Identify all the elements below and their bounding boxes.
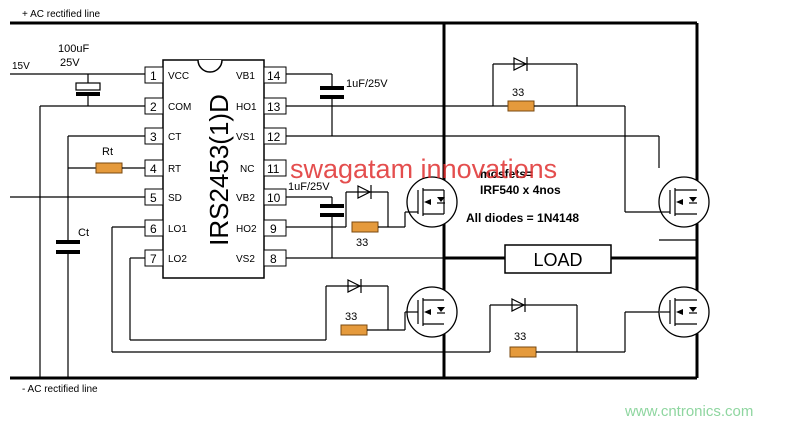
mosfet-q2 [405,286,458,338]
ct-plate-top [56,240,80,244]
cap-boot1-label: 1uF/25V [346,78,388,90]
pin-name: RT [168,164,181,175]
pin-name: LO2 [168,254,187,265]
pin-box [144,219,164,237]
rt-label: Rt [102,146,113,158]
pin-name: SD [168,193,182,204]
negative-rail-label: - AC rectified line [22,384,98,395]
pin-name: VS1 [236,132,255,143]
supply-15v-label: 15V [12,61,30,72]
gate-resistor-1 [507,100,535,112]
pin-number: 12 [267,130,281,144]
mosfet-note-line2: IRF540 x 4nos [480,183,561,197]
cap-boot2-label: 1uF/25V [288,181,330,193]
diode-note: All diodes = 1N4148 [466,211,579,225]
pin-name: VCC [168,71,189,82]
pin-name: LO1 [168,224,187,235]
pin-name: NC [240,164,254,175]
diode-lo2 [347,279,362,293]
gate-res-4-label: 33 [514,331,526,343]
pin-name: VB1 [236,71,255,82]
gate-res-3-label: 33 [345,311,357,323]
pin-number: 4 [150,162,157,176]
cntronics-watermark: www.cntronics.com [624,403,753,420]
pin-number: 11 [267,162,280,176]
ic-name: IRS2453(1)D [204,94,234,246]
cap-boot1-plate-top [320,86,344,90]
pin-box [144,188,164,206]
pin-box [144,97,164,115]
pin-box [144,66,164,84]
cap-vcc-value: 100uF [58,43,89,55]
ct-plate-bottom [56,250,80,254]
rt-resistor [95,162,123,174]
swagatam-watermark: swagatam innovations [290,154,557,184]
ic-body [162,59,265,279]
pin-number: 5 [150,191,157,205]
mosfet-q3 [658,176,710,228]
cap-boot2-plate-top [320,204,344,208]
cap-vcc-plate-top [75,82,101,91]
cap-vcc-plate-bottom [76,92,100,96]
ct-label: Ct [78,227,89,239]
diode-hb1 [513,57,528,71]
pin-number: 1 [150,69,157,83]
gate-res-2-label: 33 [356,237,368,249]
pin-box [144,159,164,177]
load-box [504,244,612,274]
ic-right-pins: 14 13 12 11 10 9 8 VB1 HO1 VS1 NC VB2 HO… [236,66,287,267]
cap-boot1-plate-bottom [320,95,344,99]
pin-name: COM [168,102,191,113]
pin-box [263,159,287,177]
pin-number: 9 [270,222,277,236]
ic-notch [197,59,223,73]
pin-box [263,219,287,237]
pin-number: 2 [150,100,157,114]
pin-number: 7 [150,252,157,266]
mosfet-note-line1: mosfets= [480,167,533,181]
gate-res-1-label: 33 [512,87,524,99]
mosfet-q1 [405,176,458,228]
mosfet-q4 [658,286,710,338]
pin-box [144,127,164,145]
gate-resistor-2 [351,221,379,233]
positive-rail-label: + AC rectified line [22,9,101,20]
cap-vcc-voltage: 25V [60,57,80,69]
pin-number: 13 [267,100,281,114]
pin-name: CT [168,132,181,143]
pin-name: HO1 [236,102,257,113]
pin-name: HO2 [236,224,257,235]
pin-number: 10 [267,191,281,205]
pin-number: 14 [267,69,281,83]
ic-left-pins: 1 2 3 4 5 6 7 VCC COM CT RT SD LO1 LO2 [144,66,191,267]
pin-number: 6 [150,222,157,236]
pin-name: VB2 [236,193,255,204]
pin-name: VS2 [236,254,255,265]
pin-number: 3 [150,130,157,144]
diode-hb2 [357,185,372,199]
load-label: LOAD [533,250,582,270]
pin-number: 8 [270,252,277,266]
diode-lo1 [511,298,526,312]
pin-box [263,66,287,84]
cap-boot2-plate-bottom [320,213,344,217]
gate-resistor-4 [509,346,537,358]
gate-resistor-3 [340,324,368,336]
